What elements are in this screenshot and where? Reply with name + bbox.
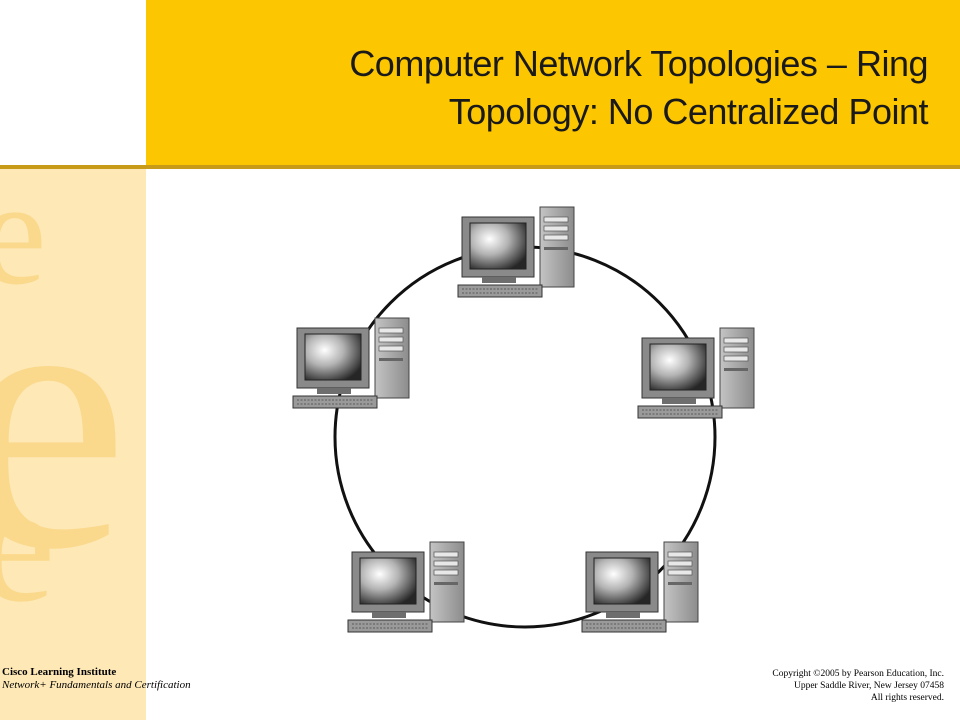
computer-node-left [292, 317, 410, 409]
decorative-letter-e-bottom: e [0, 449, 56, 637]
title-line1-end: Ring [855, 43, 929, 84]
title-line1-text: Computer Network Topologies [349, 43, 818, 84]
decorative-letter-e-top: e [0, 168, 47, 316]
footer-course: Network+ Fundamentals and Certification [2, 679, 191, 691]
footer-org: Cisco Learning Institute [2, 666, 117, 678]
slide-title: Computer Network Topologies – Ring Topol… [228, 40, 928, 136]
copyright-line-2: Upper Saddle River, New Jersey 07458 [793, 681, 944, 691]
computer-node-top [457, 206, 575, 298]
decorative-letter-e-middle: e [0, 207, 129, 628]
copyright-line-3: All rights reserved. [870, 693, 944, 703]
decorative-side-band: e e e [0, 168, 146, 720]
computer-node-bottom-left [347, 541, 465, 633]
computer-node-bottom-right [581, 541, 699, 633]
title-line2-text: Topology: No Centralized Point [448, 91, 929, 132]
footer-credits: Cisco Learning Institute Network+ Fundam… [2, 666, 191, 692]
title-divider [0, 165, 960, 169]
computer-node-right [637, 327, 755, 419]
title-dash: – [826, 43, 847, 84]
copyright-line-1: Copyright ©2005 by Pearson Education, In… [772, 669, 944, 679]
title-band: Computer Network Topologies – Ring Topol… [146, 0, 960, 165]
footer-copyright: Copyright ©2005 by Pearson Education, In… [772, 668, 944, 704]
